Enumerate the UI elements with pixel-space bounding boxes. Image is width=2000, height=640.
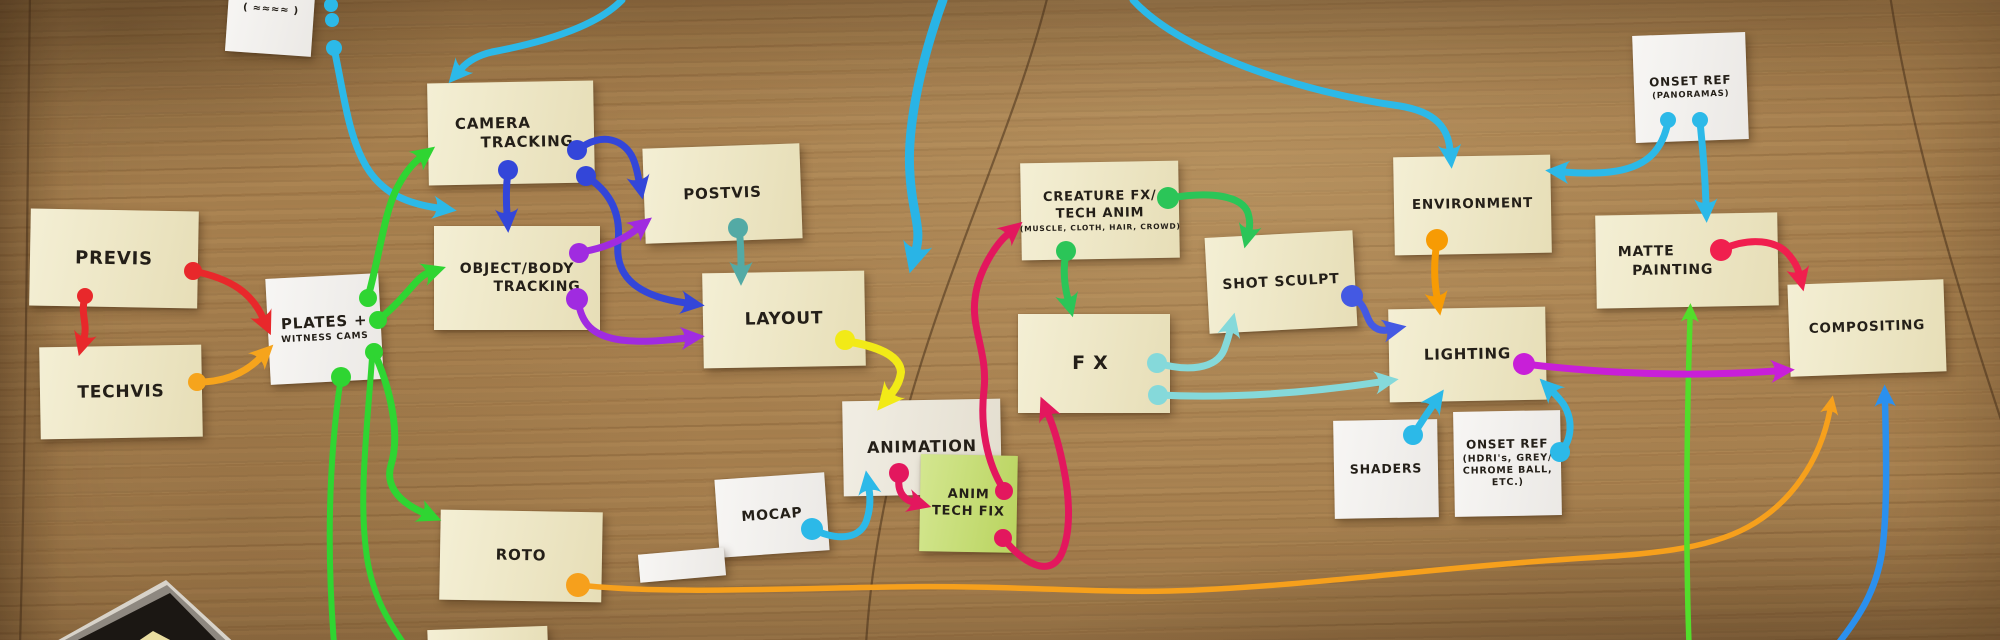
arrow-lighting-to-compositing <box>1520 359 1795 384</box>
arrow-previs-to-plates <box>189 267 272 336</box>
arrow-shot-sculpt-to-lighting <box>1349 293 1407 343</box>
arrow-anim-tech-fix-to-creature-fx <box>970 221 1023 494</box>
arrow-fx-to-shot-sculpt <box>1153 312 1241 372</box>
arrow-dot-environment-to-lighting <box>1426 229 1448 251</box>
arrow-dot-fx-to-lighting <box>1148 385 1168 405</box>
arrow-dot-mocap-to-animation <box>801 518 823 540</box>
arrow-offscreen-to-camera-tracking <box>448 0 626 84</box>
arrow-dot-techvis-to-plates <box>188 373 206 391</box>
arrow-dot-topnote-to-object-tracking <box>326 40 342 56</box>
arrow-dot-plates-to-camera-tracking <box>359 289 377 307</box>
arrow-panoramas-to-environment <box>1545 118 1672 185</box>
arrow-object-tracking-to-postvis <box>577 217 652 256</box>
arrow-plates-to-offscreen-2 <box>360 355 405 640</box>
arrow-dot-shot-sculpt-to-lighting <box>1341 285 1363 307</box>
arrow-dot-camera-tracking-to-object-tracking <box>498 160 518 180</box>
arrow-onset-ref-hdri-to-lighting <box>1539 378 1574 456</box>
arrow-dot-panoramas-to-matte-painting <box>1692 112 1708 128</box>
arrow-matte-painting-to-compositing <box>1719 238 1810 292</box>
notebook-corner <box>77 593 217 640</box>
arrow-dot-creature-fx-to-fx <box>1056 241 1076 261</box>
arrow-dot-animation-to-anim-tech-fix <box>889 463 909 483</box>
arrow-dot-layout-to-animation <box>835 330 855 350</box>
arrow-dot-topnote-to-object-tracking <box>325 13 339 27</box>
arrow-dot-object-tracking-to-postvis <box>569 243 589 263</box>
wood-seam <box>1889 0 2000 421</box>
arrow-offscreen-to-environment <box>1129 0 1462 169</box>
arrow-plates-to-object-tracking <box>374 263 446 324</box>
arrow-dot-roto-to-compositing <box>566 573 590 597</box>
arrow-offscreen-to-layout <box>903 0 948 274</box>
arrow-dot-anim-tech-fix-to-fx <box>994 529 1012 547</box>
arrow-plates-to-camera-tracking <box>364 146 436 301</box>
arrow-dot-anim-tech-fix-to-creature-fx <box>995 482 1013 500</box>
note-label-object-body-tracking: TRACKING <box>493 279 581 295</box>
arrow-dot-onset-ref-hdri-to-lighting <box>1550 442 1570 462</box>
arrow-dot-camera-tracking-to-postvis <box>567 140 587 160</box>
note-label-object-body-tracking: OBJECT/BODY <box>459 260 575 277</box>
arrow-dot-plates-to-object-tracking <box>369 311 387 329</box>
arrow-camera-tracking-to-postvis <box>574 136 650 200</box>
arrow-dot-plates-to-offscreen-1 <box>331 367 351 387</box>
arrow-dot-previs-to-plates <box>184 262 202 280</box>
arrow-topnote-to-object-tracking <box>330 44 457 219</box>
arrow-techvis-to-plates <box>194 344 274 386</box>
arrow-dot-creature-fx-to-shot-sculpt <box>1157 187 1179 209</box>
arrow-dot-topnote-to-object-tracking <box>324 0 338 12</box>
arrow-dot-object-tracking-to-layout <box>566 288 588 310</box>
arrow-mocap-to-animation <box>808 470 882 541</box>
arrow-dot-lighting-to-compositing <box>1513 353 1535 375</box>
arrow-camera-tracking-to-layout <box>583 173 705 314</box>
arrow-fx-to-lighting <box>1154 371 1399 400</box>
arrow-dot-matte-painting-to-compositing <box>1710 239 1732 261</box>
arrow-dot-fx-to-shot-sculpt <box>1147 353 1167 373</box>
arrow-object-tracking-to-layout <box>574 296 705 351</box>
arrow-plates-to-offscreen-1 <box>326 374 344 640</box>
arrow-dot-previs-to-techvis <box>77 288 93 304</box>
arrow-layout-to-animation <box>841 337 906 411</box>
arrow-offscreen-to-compositing-blue <box>1836 384 1896 640</box>
arrow-anim-tech-fix-to-fx <box>999 396 1072 570</box>
note-object-body-tracking: OBJECT/BODY TRACKING <box>434 226 600 330</box>
note-label-fx: FX <box>1072 352 1116 375</box>
notebook-corner-paper <box>139 631 171 640</box>
arrow-roto-to-compositing <box>575 395 1839 595</box>
arrow-dot-panoramas-to-environment <box>1660 112 1676 128</box>
arrow-offscreen-to-matte-painting <box>1680 303 1700 640</box>
arrow-creature-fx-to-shot-sculpt <box>1166 191 1262 249</box>
wood-seam <box>19 0 32 640</box>
note-fx: FX <box>1018 314 1170 413</box>
arrow-dot-postvis-to-layout <box>728 218 748 238</box>
wood-seam <box>865 0 1048 640</box>
arrow-panoramas-to-matte-painting <box>1694 118 1718 223</box>
arrow-plates-to-roto <box>370 348 442 522</box>
arrow-dot-shaders-to-lighting <box>1403 425 1423 445</box>
arrow-dot-camera-tracking-to-layout <box>576 166 596 186</box>
